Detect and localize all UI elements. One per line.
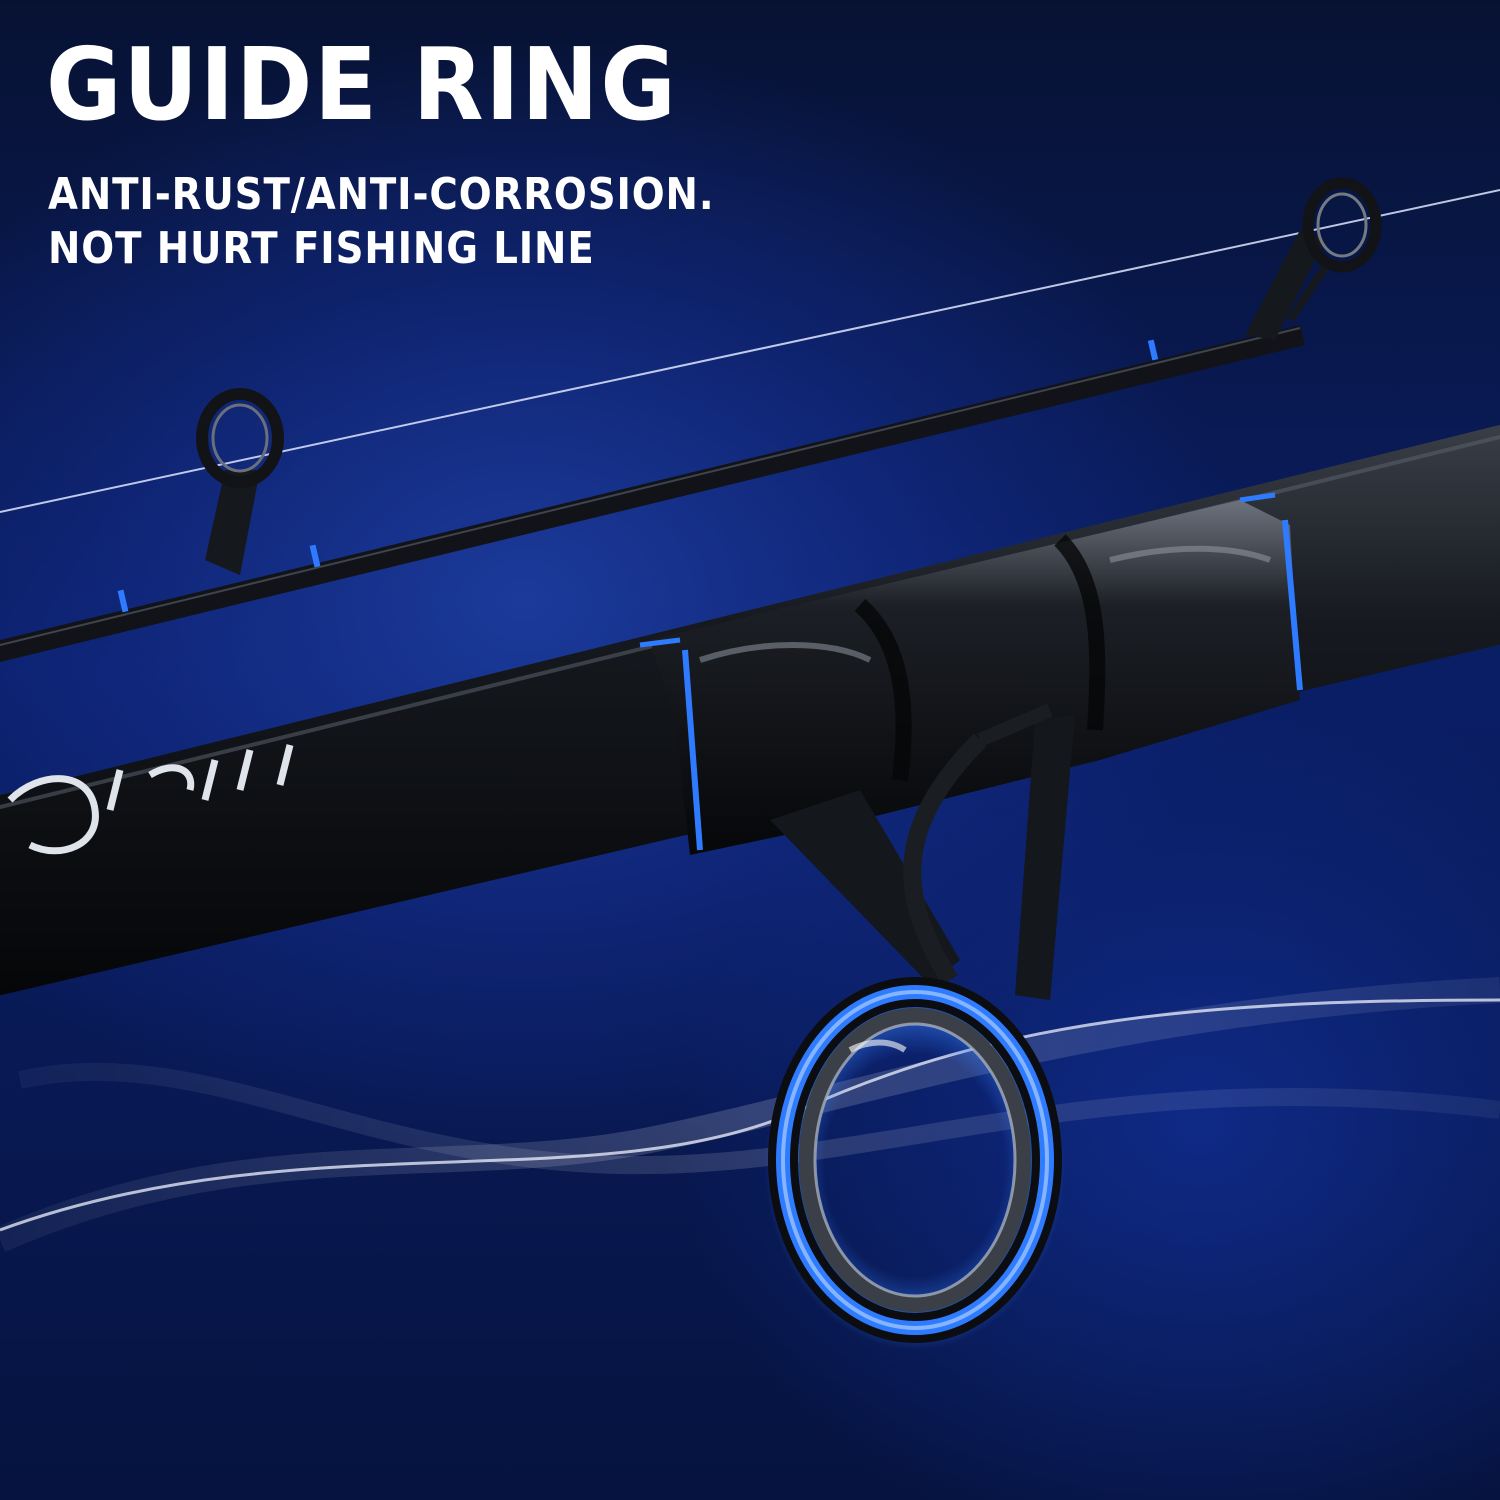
- rod-tip: [0, 325, 1305, 662]
- rod-wrap-blue: [1282, 519, 1303, 691]
- rod-ferrule: [650, 500, 1300, 855]
- rod-wrap-blue: [117, 589, 129, 613]
- feature-line-safe: NOT HURT FISHING LINE: [48, 223, 595, 274]
- wave-ribbon: [0, 977, 1500, 1252]
- rod-wrap-blue: [1147, 339, 1159, 361]
- rod-wrap-blue: [639, 637, 681, 648]
- guide-ring-small-left: [196, 388, 284, 575]
- headline: GUIDE RING: [46, 26, 678, 143]
- rod-wrap-blue: [1239, 492, 1276, 503]
- rod-wrap-blue: [682, 649, 703, 851]
- fishing-line-top: [0, 189, 1500, 513]
- feature-anti-rust: ANTI-RUST/ANTI-CORROSION.: [48, 169, 715, 220]
- guide-ring-main: [765, 977, 1065, 1350]
- rod-wrap-blue: [309, 544, 321, 568]
- feature-list: ANTI-RUST/ANTI-CORROSION. NOT HURT FISHI…: [48, 168, 714, 276]
- tip-top-ring: [1245, 177, 1382, 340]
- brand-logo-mark: [7, 744, 294, 855]
- guide-frame: [770, 703, 1075, 1000]
- wave-ribbon: [18, 1062, 1500, 1175]
